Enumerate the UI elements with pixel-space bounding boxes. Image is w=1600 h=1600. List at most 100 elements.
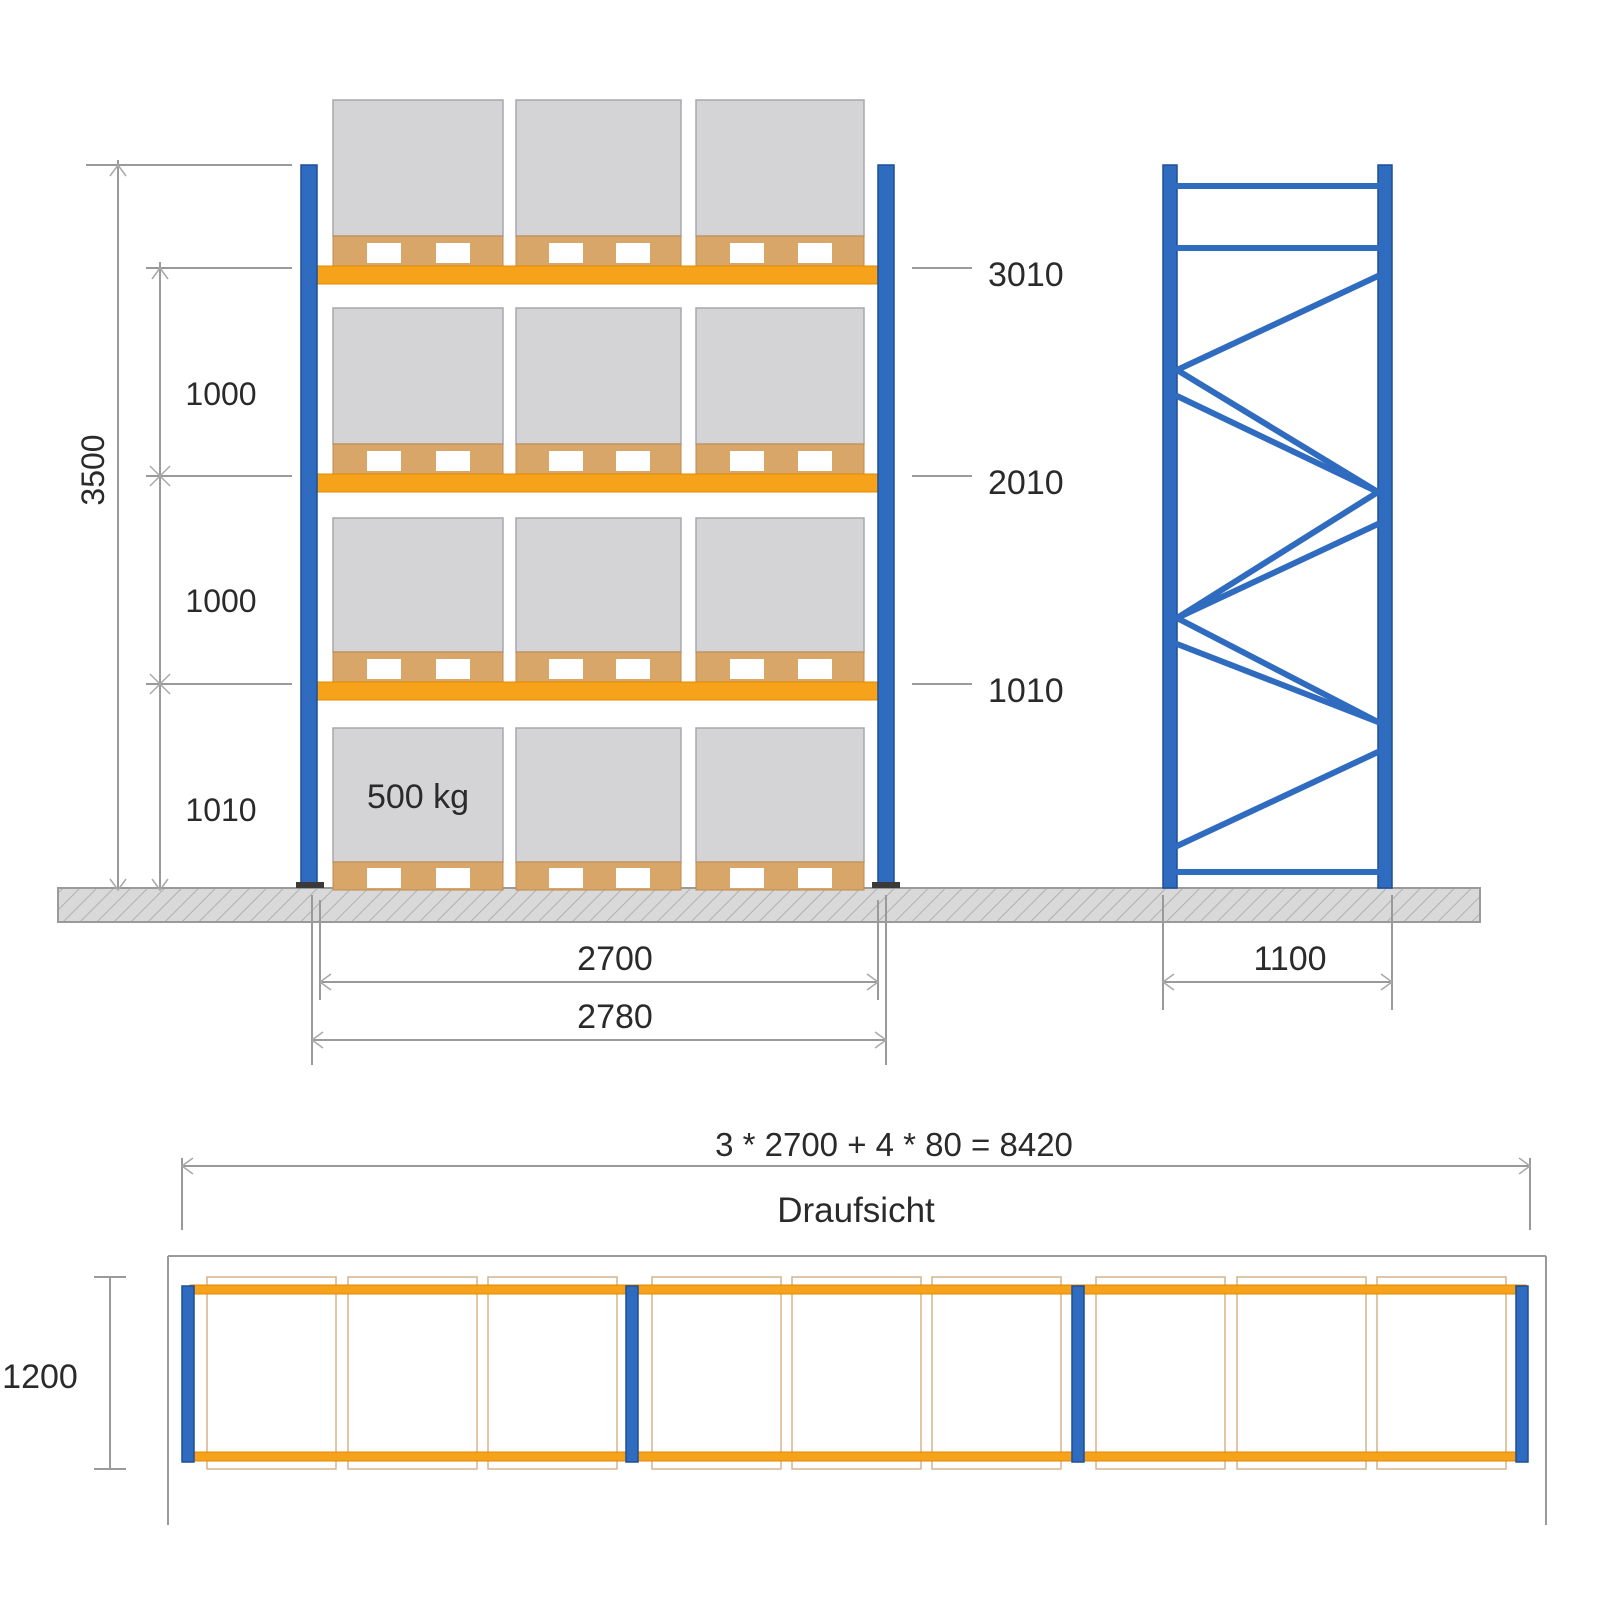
pallet — [695, 861, 865, 891]
clear-width-label: 2700 — [577, 940, 653, 978]
pallet-box — [695, 727, 865, 863]
pallet-box — [332, 99, 504, 237]
pallet-box — [515, 727, 682, 863]
pallet-opening — [798, 451, 832, 471]
pallet — [332, 443, 504, 475]
pallet-opening — [436, 868, 470, 888]
pallet-footprint — [347, 1276, 478, 1470]
upright-right — [877, 164, 895, 886]
frame-diagonal-bracing — [1174, 393, 1381, 495]
total-length-formula: 3 * 2700 + 4 * 80 = 8420 — [715, 1126, 1073, 1163]
pallet-opening — [730, 451, 764, 471]
pallet-opening — [616, 243, 650, 263]
pallet-box — [695, 99, 865, 237]
level-gap-label: 1000 — [185, 376, 256, 412]
frame-upright-back — [1377, 164, 1393, 889]
side-view-frame: 1100 — [1161, 164, 1394, 1010]
top-view-upright — [625, 1285, 639, 1463]
beam-level-label: 1010 — [988, 672, 1064, 710]
pallet-footprint — [1236, 1276, 1367, 1470]
pallet-row-3 — [332, 517, 865, 683]
baseplate-left — [296, 882, 324, 888]
pallet-row-2 — [332, 307, 865, 475]
pallet-box — [332, 517, 504, 653]
beam-level-label: 2010 — [988, 464, 1064, 502]
pallet-box — [515, 307, 682, 445]
beam-level-label: 3010 — [988, 256, 1064, 294]
top-view-upright — [1515, 1285, 1529, 1463]
pallet-opening — [798, 659, 832, 679]
pallet-box — [515, 99, 682, 237]
outer-width-label: 2780 — [577, 998, 653, 1036]
pallet-opening — [616, 868, 650, 888]
baseplate-right — [872, 882, 900, 888]
floor — [57, 887, 1481, 923]
pallet-opening — [367, 868, 401, 888]
frame-diagonal-bracing — [1174, 749, 1381, 849]
pallet-opening — [730, 868, 764, 888]
pallet — [332, 235, 504, 267]
pallet — [332, 651, 504, 683]
pallet-box — [332, 727, 504, 863]
pallet — [515, 651, 682, 683]
height-dimensions: 3500 1000 1000 1010 — [75, 160, 292, 892]
pallet-footprint — [651, 1276, 782, 1470]
pallet-row-top — [332, 99, 865, 267]
width-dimensions: 2700 2780 — [310, 895, 888, 1065]
top-view-beam-back — [189, 1451, 1527, 1462]
frame-depth-label: 1100 — [1253, 940, 1326, 978]
pallet — [695, 443, 865, 475]
pallet — [515, 443, 682, 475]
pallet-row-floor — [332, 727, 865, 891]
top-view-upright — [181, 1285, 195, 1463]
beam-level-labels: 3010 2010 1010 — [912, 256, 1064, 710]
pallet-footprints — [206, 1276, 1507, 1470]
beam-level-1 — [311, 681, 887, 701]
upright-left — [300, 164, 318, 886]
pallet-opening — [549, 243, 583, 263]
frame-diagonal-bracing — [1174, 641, 1381, 725]
pallet-footprint — [931, 1276, 1062, 1470]
front-view-rack: 500 kg — [296, 99, 900, 891]
pallet-opening — [616, 659, 650, 679]
pallet — [695, 235, 865, 267]
pallet-opening — [436, 659, 470, 679]
beam-level-3 — [311, 265, 887, 285]
pallet-box — [515, 517, 682, 653]
pallet-opening — [549, 659, 583, 679]
pallet-opening — [367, 451, 401, 471]
pallet-box — [695, 307, 865, 445]
level-gap-label: 1000 — [185, 583, 256, 619]
pallet-footprint — [206, 1276, 337, 1470]
pallet-opening — [730, 243, 764, 263]
pallet — [515, 235, 682, 267]
pallet-footprint — [791, 1276, 922, 1470]
frame-upright-front — [1162, 164, 1178, 889]
pallet-opening — [367, 243, 401, 263]
pallet-opening — [549, 868, 583, 888]
pallet-opening — [798, 868, 832, 888]
pallet-footprint — [1095, 1276, 1226, 1470]
total-height-label: 3500 — [75, 434, 111, 505]
top-view-depth-label: 1200 — [2, 1358, 78, 1396]
pallet-opening — [367, 659, 401, 679]
top-view: 3 * 2700 + 4 * 80 = 8420 Draufsicht — [2, 1126, 1547, 1525]
pallet-opening — [436, 243, 470, 263]
pallet-box — [332, 307, 504, 445]
top-view-title: Draufsicht — [777, 1191, 935, 1230]
pallet-opening — [730, 659, 764, 679]
top-view-upright — [1071, 1285, 1085, 1463]
pallet-opening — [549, 451, 583, 471]
pallet-footprint — [1376, 1276, 1507, 1470]
pallet-opening — [616, 451, 650, 471]
pallet — [695, 651, 865, 683]
pallet-box — [695, 517, 865, 653]
frame-diagonal-bracing — [1174, 521, 1381, 621]
top-view-beam-front — [189, 1284, 1527, 1295]
pallet — [515, 861, 682, 891]
level-gap-label: 1010 — [185, 792, 256, 828]
pallet-footprint — [487, 1276, 618, 1470]
pallet-load-label: 500 kg — [367, 778, 469, 816]
pallet-opening — [798, 243, 832, 263]
